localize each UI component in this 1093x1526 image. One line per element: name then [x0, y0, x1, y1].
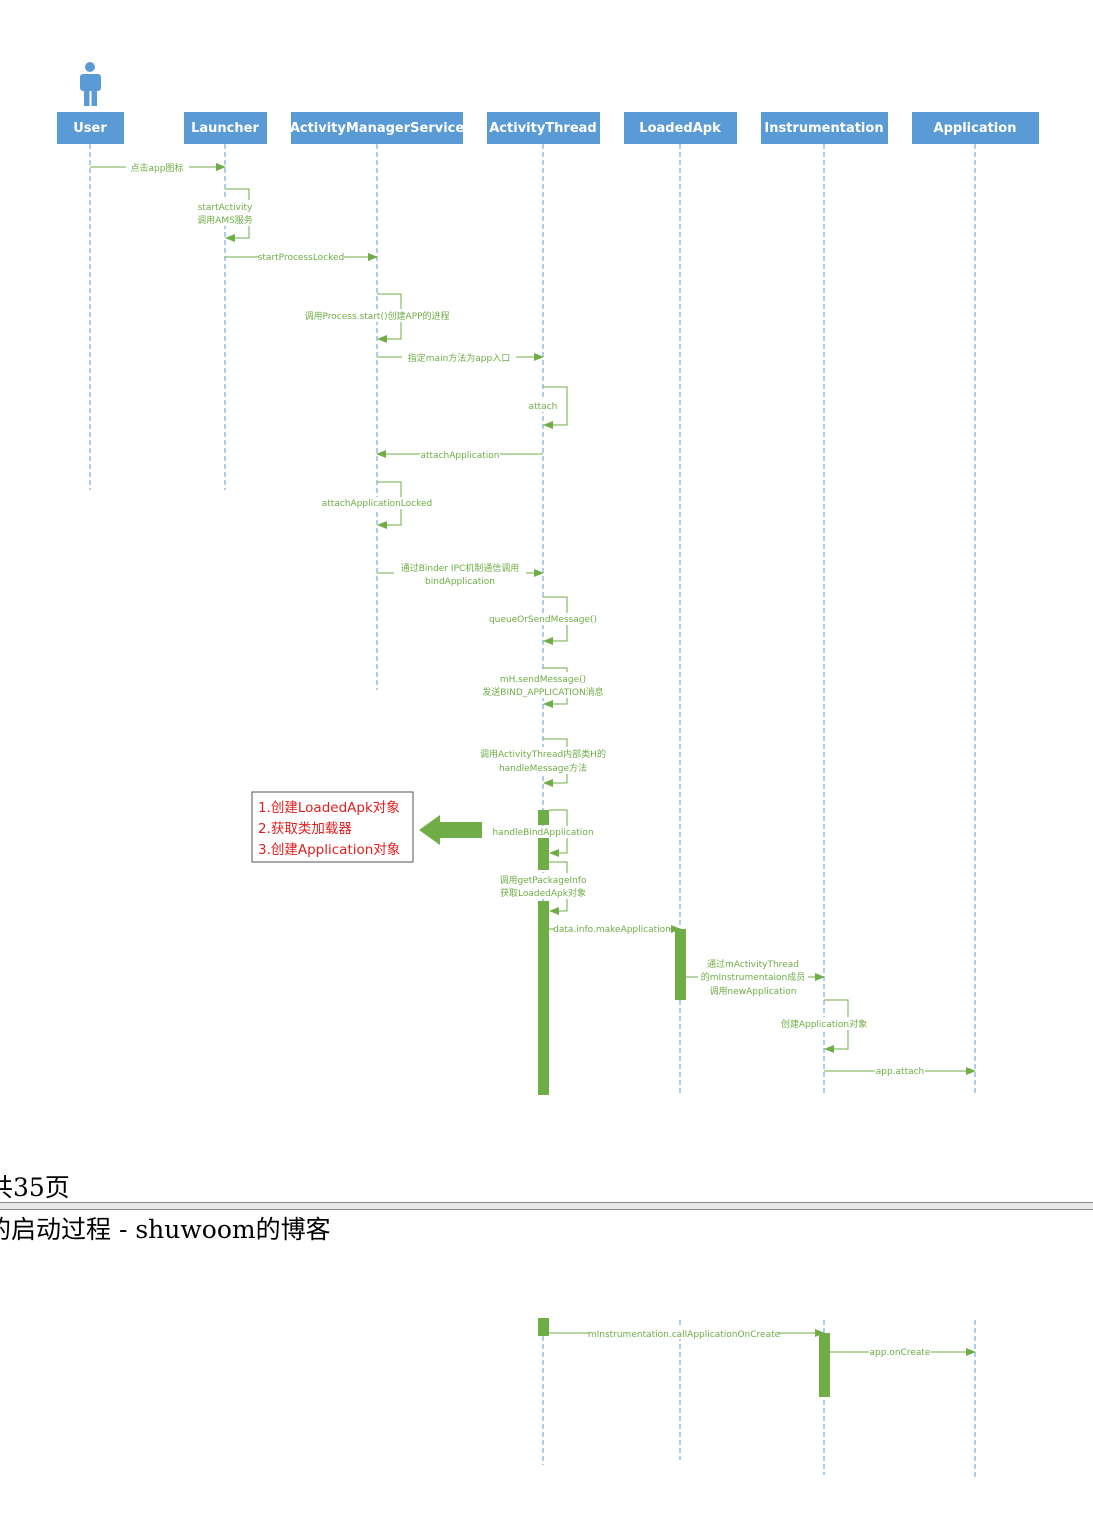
participant-label-activitythread: ActivityThread [489, 121, 597, 136]
message-make-application: data.info.makeApplication [549, 923, 681, 935]
activation-bar-instrumentation [819, 1333, 830, 1397]
participant-label-loadedapk: LoadedApk [639, 121, 721, 136]
participant-instrumentation: Instrumentation [761, 112, 888, 144]
svg-text:获取LoadedApk对象: 获取LoadedApk对象 [500, 887, 586, 899]
svg-text:attachApplication: attachApplication [420, 451, 499, 461]
message-start-activity: startActivity 调用AMS服务 [192, 188, 258, 242]
svg-text:bindApplication: bindApplication [425, 577, 495, 587]
page-footer-text: 共35页 [0, 1173, 70, 1202]
message-call-application-on-create: mInstrumentation.callApplicationOnCreate [549, 1327, 825, 1340]
svg-text:app.attach: app.attach [876, 1067, 925, 1077]
message-create-application: 创建Application对象 [778, 999, 872, 1053]
message-get-package-info: 调用getPackageInfo 获取LoadedApk对象 [497, 861, 591, 915]
svg-text:通过mActivityThread: 通过mActivityThread [707, 958, 799, 970]
svg-text:创建Application对象: 创建Application对象 [781, 1018, 867, 1030]
activation-bar-activitythread-3 [538, 901, 549, 1095]
svg-text:指定main方法为app入口: 指定main方法为app入口 [408, 352, 510, 364]
message-process-start: 调用Process.start()创建APP的进程 [299, 293, 455, 343]
svg-text:点击app图标: 点击app图标 [131, 162, 184, 174]
note-line-3: 3.创建Application对象 [258, 842, 400, 858]
activation-bar-activitythread-4 [538, 1318, 549, 1336]
message-attach: attach [528, 386, 568, 429]
participant-label-ams: ActivityManagerService [290, 121, 465, 136]
activation-bar-loadedapk [675, 929, 686, 1000]
activation-bar-activitythread-2 [538, 838, 549, 870]
svg-text:mH.sendMessage(): mH.sendMessage() [500, 675, 586, 685]
participant-activitythread: ActivityThread [487, 112, 600, 144]
svg-text:发送BIND_APPLICATION消息: 发送BIND_APPLICATION消息 [482, 686, 603, 698]
participant-user: User [57, 112, 124, 144]
svg-text:的mInstrumentaion成员: 的mInstrumentaion成员 [701, 971, 806, 983]
page-divider [0, 1202, 1093, 1210]
message-send-message: mH.sendMessage() 发送BIND_APPLICATION消息 [479, 667, 607, 708]
participant-application: Application [912, 112, 1039, 144]
message-app-attach: app.attach [824, 1065, 976, 1077]
svg-text:调用getPackageInfo: 调用getPackageInfo [499, 875, 587, 886]
message-handle-bind-application: handleBindApplication [492, 809, 594, 857]
svg-text:mInstrumentation.callApplicati: mInstrumentation.callApplicationOnCreate [588, 1330, 781, 1340]
note-box: 1.创建LoadedApk对象 2.获取类加载器 3.创建Application… [251, 791, 414, 863]
page-header-text: 的启动过程 - shuwoom的博客 [0, 1215, 331, 1244]
svg-text:通过Binder IPC机制通信调用: 通过Binder IPC机制通信调用 [401, 562, 520, 574]
svg-text:app.onCreate: app.onCreate [870, 1348, 931, 1358]
svg-text:attach: attach [529, 402, 558, 412]
svg-text:data.info.makeApplication: data.info.makeApplication [553, 925, 671, 935]
message-attach-application-locked: attachApplicationLocked [322, 481, 432, 529]
svg-text:startProcessLocked: startProcessLocked [258, 253, 345, 263]
svg-text:attachApplicationLocked: attachApplicationLocked [322, 499, 432, 509]
note-line-1: 1.创建LoadedApk对象 [258, 800, 400, 816]
svg-text:调用AMS服务: 调用AMS服务 [197, 214, 253, 226]
message-start-process-locked: startProcessLocked [225, 251, 378, 263]
activation-bar-activitythread-1 [538, 810, 549, 825]
message-main-entry: 指定main方法为app入口 [377, 351, 544, 364]
svg-text:startActivity: startActivity [198, 203, 253, 213]
svg-text:handleMessage方法: handleMessage方法 [499, 762, 587, 774]
message-attach-application: attachApplication [376, 448, 543, 461]
participant-ams: ActivityManagerService [290, 112, 465, 144]
svg-text:调用ActivityThread内部类H的: 调用ActivityThread内部类H的 [480, 748, 606, 760]
svg-text:handleBindApplication: handleBindApplication [492, 828, 593, 838]
message-queue-or-send: queueOrSendMessage() [489, 596, 597, 645]
participant-label-launcher: Launcher [191, 121, 259, 136]
message-new-application: 通过mActivityThread 的mInstrumentaion成员 调用n… [686, 957, 825, 997]
note-line-2: 2.获取类加载器 [258, 821, 352, 837]
message-bind-application: 通过Binder IPC机制通信调用 bindApplication [377, 561, 544, 587]
participant-label-user: User [73, 121, 107, 136]
message-handle-message: 调用ActivityThread内部类H的 handleMessage方法 [475, 738, 611, 787]
participant-launcher: Launcher [184, 112, 267, 144]
note-arrow-icon [419, 815, 482, 845]
message-click-app-icon: 点击app图标 [90, 161, 226, 174]
svg-text:调用Process.start()创建APP的进程: 调用Process.start()创建APP的进程 [305, 310, 450, 322]
svg-text:调用newApplication: 调用newApplication [710, 986, 797, 997]
message-app-on-create: app.onCreate [830, 1346, 976, 1358]
participant-loadedapk: LoadedApk [624, 112, 737, 144]
svg-text:queueOrSendMessage(): queueOrSendMessage() [489, 615, 597, 625]
participant-label-application: Application [934, 121, 1017, 136]
user-actor-icon [80, 62, 101, 106]
participant-label-instrumentation: Instrumentation [764, 121, 883, 136]
